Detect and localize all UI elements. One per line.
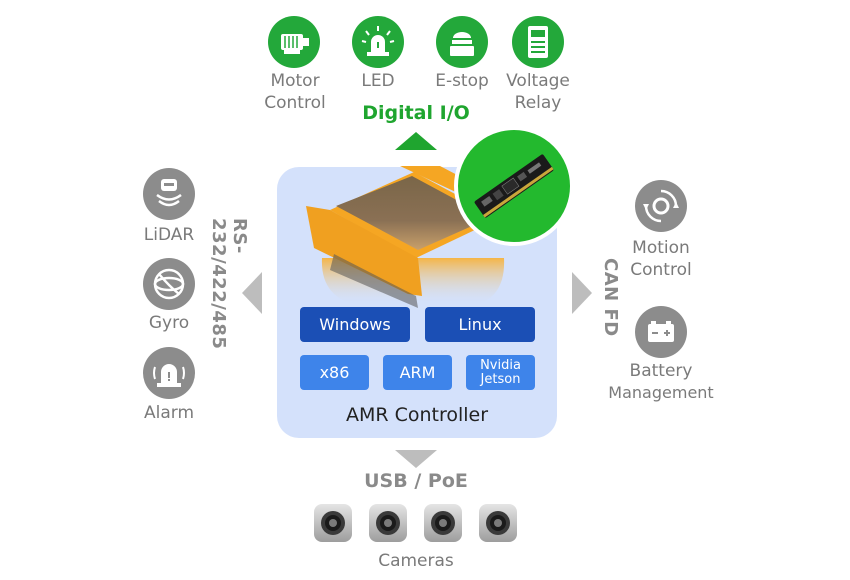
robot-illustration bbox=[306, 166, 505, 308]
rs232-label: RS-232/422/485 bbox=[208, 218, 250, 350]
lidar-label: LiDAR bbox=[143, 225, 195, 245]
motion-control-icon bbox=[635, 180, 687, 232]
gyro-icon bbox=[143, 258, 195, 310]
camera-icon bbox=[369, 504, 407, 542]
estop-icon bbox=[436, 16, 488, 68]
right-arrow bbox=[572, 272, 592, 314]
led-icon bbox=[352, 16, 404, 68]
digital-io-label: Digital I/O bbox=[362, 102, 470, 124]
windows-badge: Windows bbox=[300, 307, 410, 342]
arm-badge: ARM bbox=[383, 355, 452, 390]
x86-badge: x86 bbox=[300, 355, 369, 390]
up-arrow bbox=[395, 132, 437, 150]
can-fd-label: CAN FD bbox=[600, 258, 621, 337]
motor-icon bbox=[268, 16, 320, 68]
alarm-label: Alarm bbox=[143, 403, 195, 423]
amr-controller-label: AMR Controller bbox=[345, 404, 489, 426]
down-arrow bbox=[395, 450, 437, 468]
estop-label: E-stop bbox=[435, 71, 489, 91]
battery-icon bbox=[635, 306, 687, 358]
cameras-label: Cameras bbox=[378, 551, 454, 571]
left-arrow bbox=[242, 272, 262, 314]
io-module-card bbox=[454, 126, 574, 246]
camera-icon bbox=[424, 504, 462, 542]
nvidia-jetson-badge: Nvidia Jetson bbox=[466, 355, 535, 390]
voltage-relay-icon bbox=[512, 16, 564, 68]
lidar-icon bbox=[143, 168, 195, 220]
alarm-icon bbox=[143, 347, 195, 399]
linux-badge: Linux bbox=[425, 307, 535, 342]
led-label: LED bbox=[361, 71, 395, 91]
usb-poe-label: USB / PoE bbox=[364, 470, 468, 492]
camera-icon bbox=[314, 504, 352, 542]
camera-icon bbox=[479, 504, 517, 542]
gyro-label: Gyro bbox=[148, 313, 190, 333]
